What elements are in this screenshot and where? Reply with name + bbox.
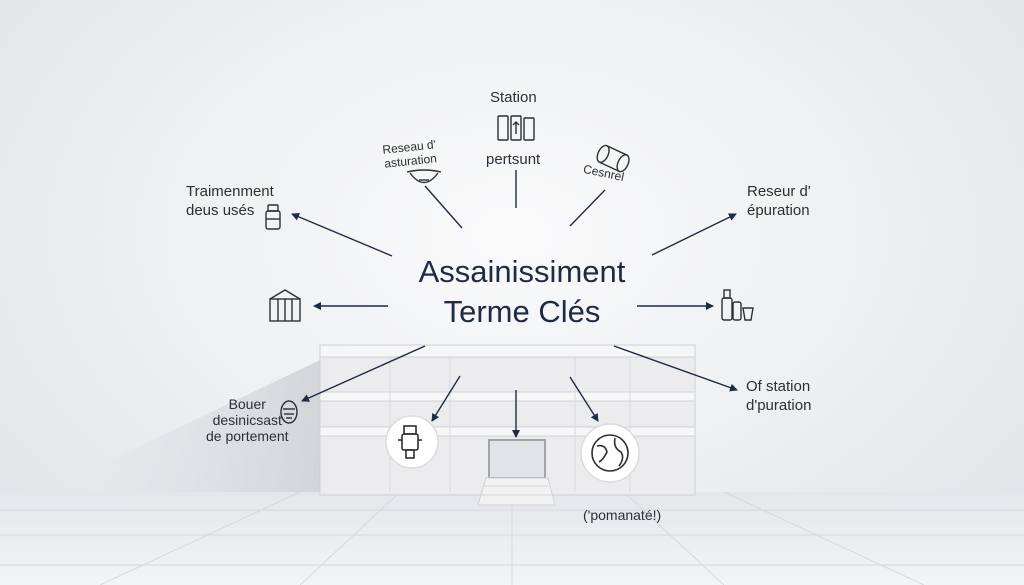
arrow-bouer: [301, 345, 426, 402]
pump-icon: [385, 415, 439, 469]
building-door: [488, 439, 546, 479]
floor-grid: [0, 491, 1024, 585]
label-pomanate: ('pomanaté!): [583, 507, 662, 523]
arrow-globe: [569, 376, 599, 422]
arrow-pump: [431, 375, 461, 422]
label-pertsunt: pertsunt: [486, 151, 541, 168]
bowl-icon: [406, 169, 442, 184]
label-reseau-asturation: Reseau d' asturation: [381, 137, 438, 171]
building-shadow: [90, 360, 320, 492]
filter-bottle-icon: [265, 204, 281, 230]
arrow-of-station: [613, 345, 738, 392]
mask-icon: [280, 400, 298, 424]
label-of-station: Of station d'puration: [746, 378, 812, 414]
label-reseur-epuration: Reseur d' épuration: [747, 183, 811, 219]
arrow-line-cesnrel: [569, 189, 606, 227]
pipe-roll-icon: [596, 144, 630, 173]
water-tank-building-icon: [269, 289, 301, 322]
bottles-cup-icon: [721, 289, 754, 321]
arrow-line-asturation: [424, 185, 463, 229]
building-steps: [477, 477, 556, 506]
diagram-title: Assainissiment Terme Clés: [418, 254, 626, 329]
label-bouer: Bouer desinicsast de portement: [206, 396, 289, 444]
label-station: Station: [490, 89, 537, 106]
arrow-epuration: [651, 213, 737, 256]
arrow-traitement: [291, 213, 393, 257]
globe-icon: [580, 423, 640, 483]
label-traitement: Traimenment deus usés: [186, 183, 274, 219]
battery-tanks-icon: [497, 115, 535, 141]
